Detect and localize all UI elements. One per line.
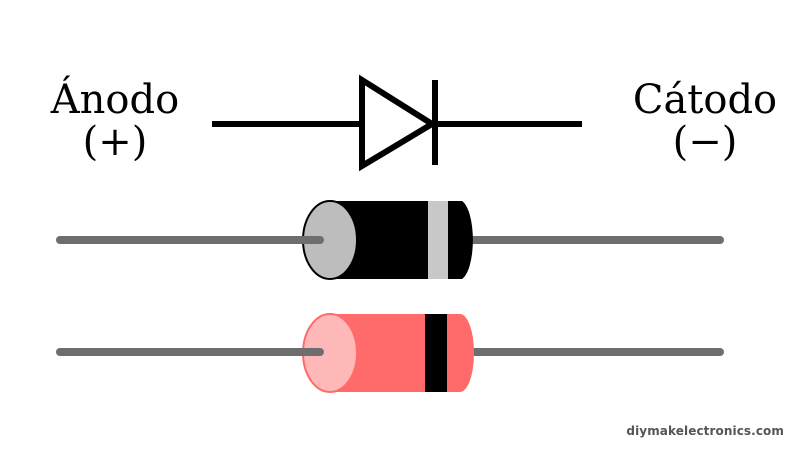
anode-title: Ánodo <box>50 77 180 123</box>
cathode-title: Cátodo <box>632 77 778 123</box>
symbol-triangle <box>359 74 438 172</box>
anode-label: Ánodo (+) <box>40 80 190 162</box>
cathode-sign: (−) <box>672 119 738 165</box>
cathode-label: Cátodo (−) <box>615 80 795 162</box>
anode-sign: (+) <box>82 119 148 165</box>
through-hole-diode-black-icon <box>56 200 724 280</box>
diode2-cathode-band <box>425 314 447 392</box>
through-hole-diode-red-icon <box>56 313 724 393</box>
diode1-cathode-band <box>428 201 448 279</box>
diode-schematic-symbol-icon <box>212 74 582 172</box>
watermark: diymakelectronics.com <box>626 424 784 438</box>
